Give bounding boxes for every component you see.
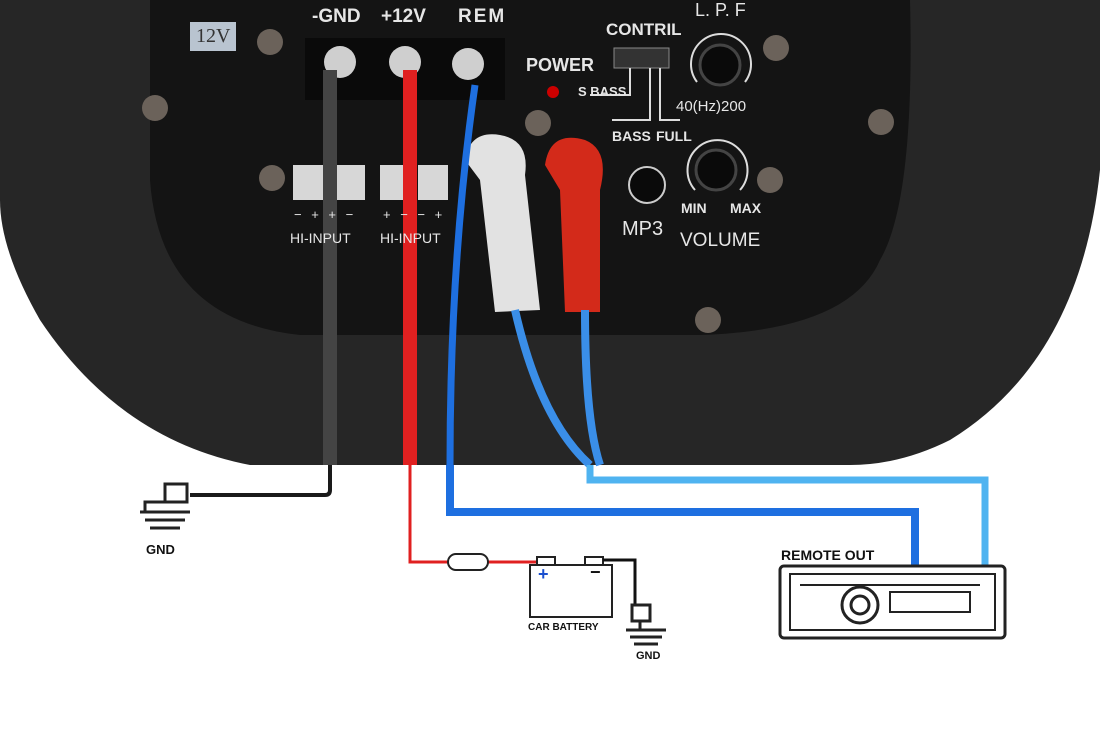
screw-icons <box>142 29 894 333</box>
bass-mode-switch <box>613 47 670 69</box>
car-battery-icon <box>529 556 613 618</box>
ground-label-left: GND <box>146 542 175 557</box>
car-stereo-head-unit <box>778 564 1007 640</box>
battery-plus: + <box>538 564 549 584</box>
ground-wire <box>190 70 332 497</box>
signal-wire <box>511 309 604 468</box>
terminal-label-rem: REM <box>458 6 507 27</box>
remote-wire <box>446 84 479 466</box>
rca-plug-red <box>545 137 603 312</box>
terminal-label-gnd: -GND <box>312 6 361 27</box>
mp3-label: MP3 <box>622 218 664 240</box>
ground-icon-battery <box>626 603 666 646</box>
volume-min: MIN <box>681 200 707 216</box>
switch-label-bass: BASS <box>612 128 651 144</box>
remote-out-label: REMOTE OUT <box>781 547 875 563</box>
power-led <box>547 86 559 98</box>
rca-plug-white <box>465 134 540 312</box>
lpf-label: L. P. F <box>695 0 746 20</box>
control-label: CONTRIL <box>606 20 682 39</box>
ground-label-battery: GND <box>636 650 661 662</box>
hi-input-label-2: HI-INPUT <box>380 230 441 246</box>
terminal-label-12v: +12V <box>381 6 426 27</box>
hi-input-polarity-2: + − − + <box>383 207 443 222</box>
power-label: POWER <box>526 55 595 75</box>
switch-label-sbass: S BASS <box>578 84 627 99</box>
fuse-icon <box>447 553 489 571</box>
ground-icon <box>140 482 190 530</box>
volume-max: MAX <box>730 200 762 216</box>
volume-label: VOLUME <box>680 230 761 251</box>
hi-input-polarity-1: − + + − <box>294 207 354 222</box>
switch-label-full: FULL <box>656 128 692 144</box>
battery-label: CAR BATTERY <box>528 622 599 633</box>
lpf-range: 40(Hz)200 <box>676 98 747 115</box>
battery-minus: − <box>590 562 601 582</box>
voltage-badge: 12V <box>190 22 237 51</box>
hi-input-label-1: HI-INPUT <box>290 230 351 246</box>
